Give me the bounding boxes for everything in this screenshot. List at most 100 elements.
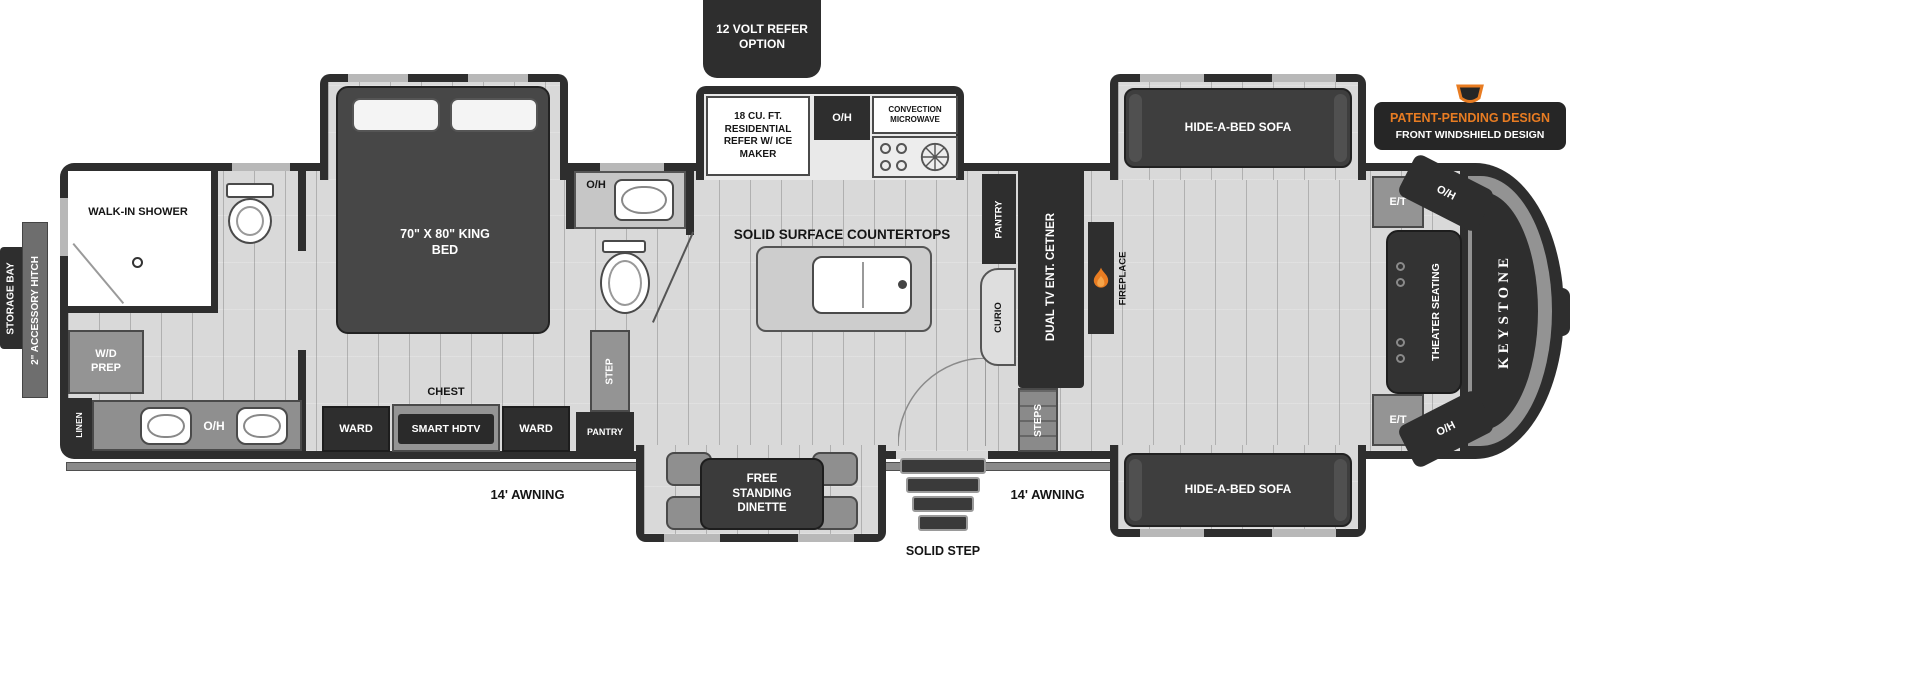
burner-1 [880, 143, 891, 154]
bath-bedroom-wall-lower [298, 350, 306, 451]
wardrobe-left: WARD [322, 406, 390, 452]
sofa-bottom-window-2 [1272, 529, 1336, 537]
cupholder-4 [1396, 354, 1405, 363]
accessory-hitch-tab: 2" ACCESSORY HITCH [22, 222, 48, 398]
hide-a-bed-sofa-bottom: HIDE-A-BED SOFA [1124, 453, 1352, 527]
midbath-wall [686, 171, 694, 235]
dinette-window-2 [798, 534, 854, 542]
toilet-main-tank [226, 183, 274, 198]
curio-label: CURIO [992, 301, 1004, 333]
refrigerator-label: 18 CU. FT. RESIDENTIAL REFER W/ ICE MAKE… [723, 111, 793, 160]
theater-label-wrap: THEATER SEATING [1414, 232, 1458, 392]
cupholder-1 [1396, 262, 1405, 271]
smart-hdtv: SMART HDTV [398, 414, 494, 444]
vent-fan-icon [920, 142, 950, 172]
island-sink-divider [862, 262, 864, 308]
storage-bay-tab: STORAGE BAY [0, 247, 22, 349]
pillow-right [450, 98, 538, 132]
bedroom-window-1 [348, 74, 408, 82]
kitchen-pantry-label: PANTRY [993, 200, 1005, 238]
king-bed: 70" X 80" KING BED [336, 86, 550, 334]
vanity-sink-left-basin [147, 414, 185, 438]
solid-step-1 [900, 458, 986, 474]
sofa-top-window-2 [1272, 74, 1336, 82]
solid-step-label: SOLID STEP [905, 544, 981, 558]
fireplace-label: FIREPLACE [1117, 251, 1129, 305]
refer-option-label: 12 VOLT REFER OPTION [716, 22, 808, 51]
keystone-brand-label: KEYSTONE [1496, 253, 1513, 369]
kitchen-oh-label: O/H [832, 112, 852, 124]
sofa-top-arm-left [1129, 94, 1142, 162]
fireplace [1088, 222, 1114, 334]
entry-door-opening [896, 451, 988, 459]
keystone-shield-icon [1456, 84, 1484, 103]
kitchen-pantry: PANTRY [982, 174, 1016, 264]
bath-window [232, 163, 290, 171]
bedroom-window-2 [468, 74, 528, 82]
bedroom-hall-wall [566, 171, 574, 229]
linen-cabinet: LINEN [66, 398, 92, 451]
sofa-top-label: HIDE-A-BED SOFA [1184, 120, 1292, 135]
linen-label: LINEN [74, 411, 84, 438]
wd-prep-cabinet: W/D PREP [68, 330, 144, 394]
fireplace-label-wrap: FIREPLACE [1114, 222, 1132, 334]
wardrobe-left-label: WARD [339, 423, 373, 435]
entry-steps: STEPS [1018, 388, 1058, 452]
dinette-label: FREE STANDING DINETTE [732, 472, 792, 515]
king-bed-label: 70" X 80" KING BED [400, 226, 490, 257]
oh-top-right-label: O/H [1434, 183, 1458, 203]
wardrobe-right: WARD [502, 406, 570, 452]
toilet-main-ring [236, 206, 264, 236]
midbath-vanity: O/H [574, 171, 686, 229]
walk-in-shower-room: WALK-IN SHOWER [68, 171, 218, 313]
wardrobe-right-label: WARD [519, 423, 553, 435]
pillow-left [352, 98, 440, 132]
cupholder-2 [1396, 278, 1405, 287]
toilet-mid-bowl [600, 252, 650, 314]
theater-seating-label: THEATER SEATING [1430, 263, 1442, 361]
solid-step-2 [906, 477, 980, 493]
sofa-bottom-window-1 [1140, 529, 1204, 537]
microwave-label: CONVECTION MICROWAVE [888, 105, 942, 124]
residential-refrigerator: 18 CU. FT. RESIDENTIAL REFER W/ ICE MAKE… [706, 96, 810, 176]
midbath-oh-label: O/H [586, 179, 606, 191]
end-table-bottom-label: E/T [1389, 414, 1407, 426]
vanity-sink-left [140, 407, 192, 445]
countertops-label: SOLID SURFACE COUNTERTOPS [733, 226, 951, 242]
vanity-window [600, 163, 664, 171]
midbath-sink [614, 179, 674, 221]
awning-rail-left [66, 462, 640, 471]
curio-cabinet: CURIO [980, 268, 1016, 366]
end-table-top-label: E/T [1389, 196, 1407, 208]
vanity-sink-right-basin [243, 414, 281, 438]
island-sink [812, 256, 912, 314]
convection-microwave: CONVECTION MICROWAVE [872, 96, 958, 134]
range-cooktop [872, 136, 958, 178]
hide-a-bed-sofa-top: HIDE-A-BED SOFA [1124, 88, 1352, 168]
burner-2 [896, 143, 907, 154]
sofa-bottom-arm-left [1129, 459, 1142, 521]
cupholder-3 [1396, 338, 1405, 347]
midbath-sink-basin [621, 186, 667, 214]
storage-bay-label: STORAGE BAY [5, 261, 17, 335]
awning-label-left: 14' AWNING [490, 486, 565, 502]
vanity-oh-label: O/H [203, 419, 225, 433]
solid-step-4 [918, 515, 968, 531]
kitchen-island [756, 246, 932, 332]
sofa-top-arm-right [1334, 94, 1347, 162]
dinette-window-1 [664, 534, 720, 542]
hall-pantry-label: PANTRY [587, 427, 623, 437]
bedroom-step: STEP [590, 330, 630, 412]
burner-4 [896, 160, 907, 171]
island-faucet [898, 280, 907, 289]
flame-icon [1093, 267, 1109, 288]
walk-in-shower-label: WALK-IN SHOWER [88, 206, 188, 219]
patent-badge: PATENT-PENDING DESIGN FRONT WINDSHIELD D… [1374, 102, 1566, 150]
chest-label: CHEST [427, 386, 465, 398]
awning-label-right: 14' AWNING [1010, 486, 1085, 502]
sofa-bottom-arm-right [1334, 459, 1347, 521]
wd-prep-label: W/D PREP [91, 348, 121, 374]
patent-badge-line1: PATENT-PENDING DESIGN [1390, 111, 1550, 125]
shower-head-icon [132, 257, 143, 268]
oh-bottom-right-label: O/H [1434, 419, 1458, 439]
